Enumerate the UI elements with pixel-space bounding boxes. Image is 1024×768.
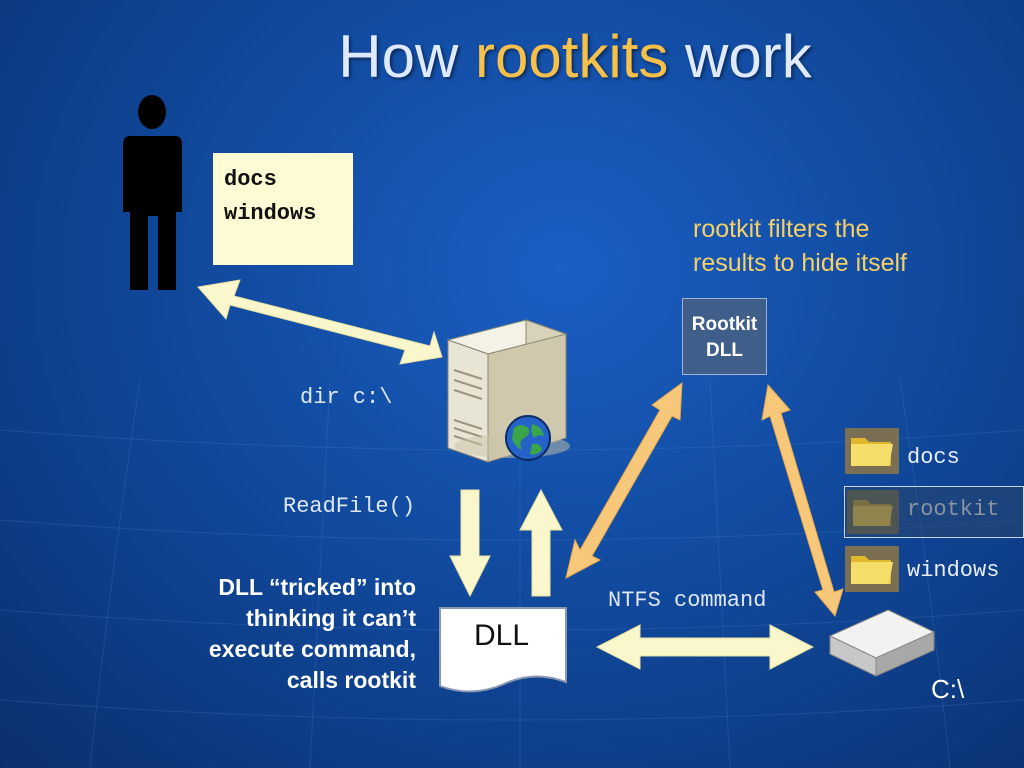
globe-icon: [505, 415, 551, 461]
rootkit-drive-arrow: [761, 383, 844, 618]
listing-item-windows: windows: [224, 201, 317, 226]
directory-listing: docs windows: [213, 153, 353, 265]
readfile-command: ReadFile(): [283, 494, 416, 519]
folder-icon: [847, 490, 899, 534]
listing-item-docs: docs: [224, 167, 277, 192]
user-server-arrow: [197, 279, 443, 365]
dll-tricked-description: DLL “tricked” into thinking it can’t exe…: [208, 574, 416, 693]
folder-icon: [845, 546, 899, 592]
folder-label-windows: windows: [907, 558, 1000, 583]
document-icon: [439, 607, 567, 693]
rootkit-dll-box: Rootkit DLL: [682, 298, 767, 375]
drive-label: C:\: [931, 674, 965, 704]
person-silhouette-icon: [123, 95, 182, 290]
folder-icon: [845, 428, 899, 474]
dll-label: DLL: [474, 619, 530, 652]
folder-label-rootkit: rootkit: [907, 497, 1000, 522]
return-up-arrow: [519, 488, 563, 597]
hard-drive-icon: [828, 609, 936, 677]
ntfs-command: NTFS command: [608, 588, 767, 613]
slide-title: How rootkits work: [338, 23, 812, 90]
readfile-down-arrow: [449, 489, 491, 598]
folder-label-docs: docs: [907, 445, 960, 470]
title-highlight: rootkits: [474, 23, 669, 90]
ntfs-arrow: [595, 624, 815, 670]
dir-command: dir c:\: [300, 385, 393, 410]
dll-rootkit-arrow: [565, 381, 683, 579]
rootkit-note: rootkit filters the results to hide itse…: [693, 215, 907, 277]
